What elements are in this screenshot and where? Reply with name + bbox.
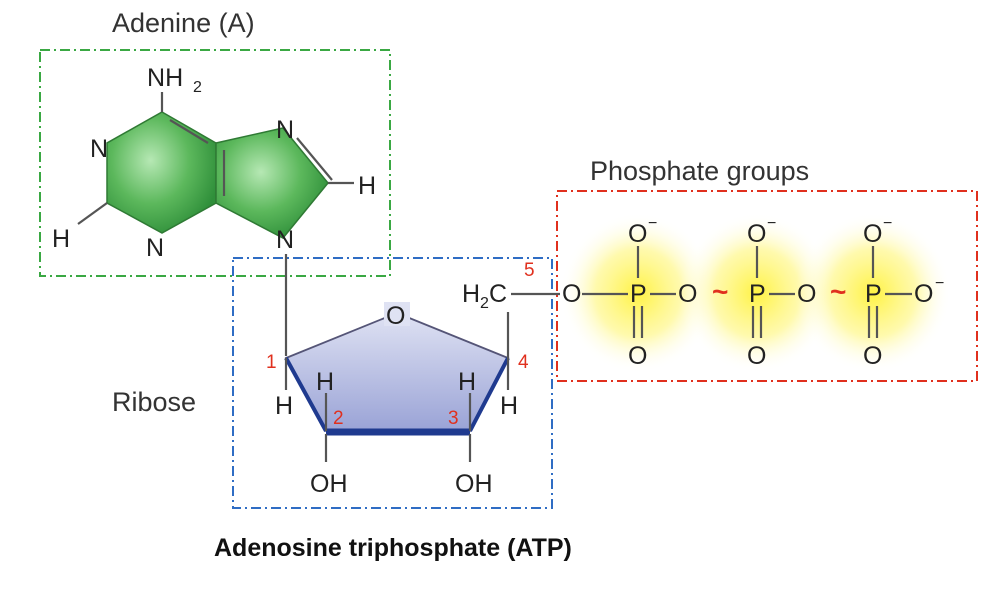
bridge-o-atom-2: O [797, 280, 816, 308]
adenine-n9-atom: N [276, 226, 294, 254]
adenine-imidazole-ring [215, 127, 329, 239]
phosphate-2-p-atom: P [749, 280, 766, 308]
ribose-label: Ribose [112, 387, 196, 417]
adenine-box [39, 49, 391, 277]
terminal-o-atom: O [914, 280, 933, 308]
adenine-h2-atom: H [52, 225, 70, 253]
phosphate-2-top-charge: − [767, 215, 776, 232]
adenine-h-bond-left [77, 202, 108, 225]
c4-h-atom: H [500, 392, 518, 420]
carbon-number-4: 4 [518, 352, 529, 373]
phosphate-box [556, 190, 978, 382]
c5-c-atom: C [489, 280, 507, 308]
c2-oh-group: OH [310, 470, 348, 498]
ribose-edge-right [468, 357, 510, 432]
phosphate-glow-beta [679, 213, 835, 373]
carbon-number-5: 5 [524, 260, 535, 281]
nh2-n-atom: NH [147, 64, 183, 92]
phosphate-groups-label: Phosphate groups [590, 156, 809, 186]
ribose-o-backdrop [384, 302, 410, 326]
phosphate-2-bottom-o-atom: O [747, 342, 766, 370]
terminal-o-charge: − [935, 275, 944, 292]
phosphate-1-p-atom: P [630, 280, 647, 308]
ribose-edge-left [284, 357, 328, 432]
phosphate-3-top-o-atom: O [863, 220, 882, 248]
c3-oh-group: OH [455, 470, 493, 498]
carbon-number-3: 3 [448, 408, 459, 429]
bridge-o-atom-1: O [678, 280, 697, 308]
high-energy-bond-2: ~ [830, 276, 846, 307]
phosphate-3-bottom-o-atom: O [863, 342, 882, 370]
phosphate-glow-gamma [795, 213, 951, 373]
adenine-label: Adenine (A) [112, 8, 255, 38]
adenine-n1-atom: N [90, 135, 108, 163]
c2-h-atom: H [316, 368, 334, 396]
phosphate-glow-alpha [560, 213, 716, 373]
ribose-box [232, 257, 553, 509]
adenine-double-bond-1 [169, 119, 209, 144]
phosphate-3-p-atom: P [865, 280, 882, 308]
phosphate-1-top-charge: − [648, 215, 657, 232]
c3-h-atom: H [458, 368, 476, 396]
c5-h-subscript: 2 [480, 295, 489, 312]
phosphate-3-top-charge: − [883, 215, 892, 232]
adenine-ring [106, 111, 217, 234]
adenine-h8-atom: H [358, 172, 376, 200]
phosphate-1-top-o-atom: O [628, 220, 647, 248]
carbon-number-1: 1 [266, 352, 277, 373]
adenine-n3-atom: N [146, 234, 164, 262]
c1-h-atom: H [275, 392, 293, 420]
phosphate-1-bottom-o-atom: O [628, 342, 647, 370]
phosphate-2-top-o-atom: O [747, 220, 766, 248]
high-energy-bond-1: ~ [712, 276, 728, 307]
adenine-n7-atom: N [276, 116, 294, 144]
carbon-number-2: 2 [333, 408, 344, 429]
diagram-title: Adenosine triphosphate (ATP) [214, 534, 572, 562]
nh2-subscript: 2 [193, 79, 202, 96]
c5-h-atom: H [462, 280, 480, 308]
adenine-double-bond-3 [296, 137, 333, 181]
ester-o-atom: O [562, 280, 581, 308]
ribose-ring-o-atom: O [386, 302, 405, 330]
